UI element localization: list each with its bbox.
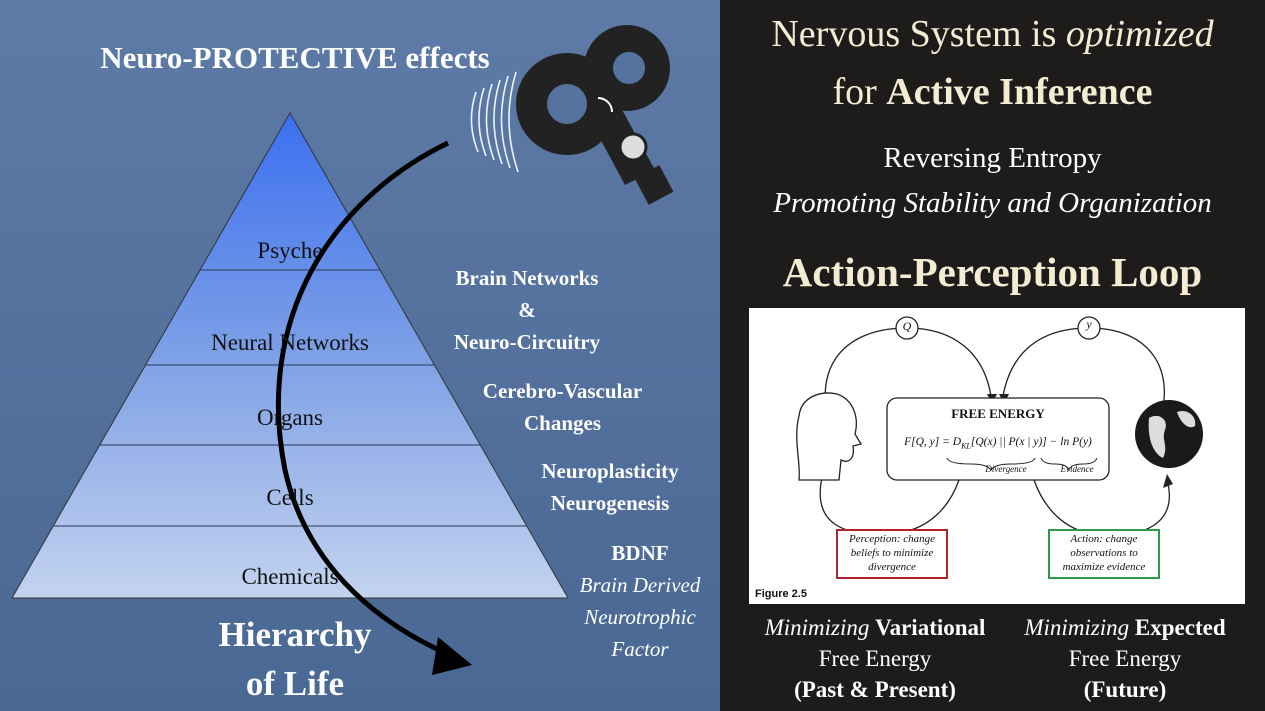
equation: F[Q, y] = DKL[Q(x) || P(x | y)] − ln P(y…	[887, 436, 1109, 450]
left-title: Neuro-PROTECTIVE effects	[100, 40, 490, 75]
curved-arrow	[275, 140, 452, 658]
hierarchy-line-2: of Life	[245, 664, 345, 703]
title-bold: Active Inference	[886, 71, 1153, 113]
action-line-2: observations to	[1070, 547, 1138, 559]
stimulation-device-icon	[516, 25, 674, 205]
label-neurotrophic: Neurotrophic	[584, 605, 696, 629]
q-label: Q	[902, 319, 912, 333]
perception-line-2: beliefs to minimize	[850, 547, 934, 559]
label-bdnf: BDNF	[611, 541, 669, 565]
hierarchy-line-1: Hierarchy	[218, 615, 372, 654]
perception-line-1: Perception: change	[848, 533, 936, 545]
eq-sub: KL	[961, 441, 971, 451]
label-ampersand: &	[518, 298, 536, 322]
subtitle-entropy: Reversing Entropy	[883, 142, 1102, 174]
label-neurogenesis: Neurogenesis	[550, 491, 670, 515]
lower-mid-left	[898, 479, 960, 534]
label-cerebro-vascular: Cerebro-Vascular	[482, 379, 643, 403]
perception-line-3: divergence	[868, 561, 916, 573]
y-node	[1077, 316, 1101, 340]
pyramid-dividers	[54, 269, 526, 527]
tier-neural-networks: Neural Networks	[211, 330, 369, 355]
bottom-left-line-3: (Past & Present)	[794, 677, 956, 702]
label-brain-networks: Brain Networks	[455, 266, 599, 290]
loop-title: Action-Perception Loop	[782, 249, 1203, 295]
free-energy-box	[886, 397, 1110, 481]
br-em: Minimizing	[1024, 615, 1135, 640]
label-factor: Factor	[611, 637, 669, 661]
title-prefix-2: for	[832, 71, 887, 113]
title-emphasis: optimized	[1065, 13, 1214, 55]
perception-box	[836, 529, 948, 579]
hierarchy-title: Hierarchy of Life	[195, 610, 395, 708]
label-neuro-circuitry: Neuro-Circuitry	[453, 330, 601, 354]
label-changes: Changes	[523, 411, 602, 435]
head-icon	[796, 392, 863, 481]
label-brain-derived: Brain Derived	[579, 573, 701, 597]
bottom-right-line-1: Minimizing Expected	[1005, 612, 1245, 643]
tier-organs: Organs	[256, 405, 323, 430]
bottom-right-line-2: Free Energy	[1068, 646, 1182, 671]
globe-icon	[1135, 400, 1203, 468]
evidence-label: Evidence	[1060, 464, 1094, 474]
bottom-left-line-1: Minimizing Variational	[745, 612, 1005, 643]
eq-mid: [Q(x) || P(x | y)] − ln P(y)	[970, 436, 1092, 448]
arrow-head-icon	[432, 637, 472, 675]
figure-caption: Figure 2.5	[755, 588, 807, 600]
left-loop-lower	[819, 472, 900, 535]
bottom-right-line-3: (Future)	[1083, 677, 1167, 702]
tier-chemicals: Chemicals	[241, 564, 339, 589]
lower-mid-right	[1033, 479, 1095, 535]
label-neuroplasticity: Neuroplasticity	[541, 459, 679, 483]
right-title-line-1: Nervous System is optimized	[720, 12, 1265, 56]
pyramid-shape	[11, 111, 569, 599]
loop-diagram	[796, 316, 1203, 579]
right-loop-lower	[1093, 479, 1170, 536]
title-prefix: Nervous System is	[771, 13, 1066, 55]
bottom-left-line-2: Free Energy	[818, 646, 932, 671]
sound-waves-icon	[470, 71, 519, 173]
bl-em: Minimizing	[764, 615, 876, 640]
subtitle-stability: Promoting Stability and Organization	[773, 187, 1212, 219]
free-energy-figure: Q y FREE ENERGY F[Q, y] = DKL[Q(x) || P(…	[749, 308, 1245, 604]
right-title-line-2: for Active Inference	[720, 70, 1265, 114]
divergence-label: Divergence	[985, 464, 1027, 474]
br-bold: Expected	[1134, 615, 1226, 640]
tier-psyche: Psyche	[257, 238, 323, 263]
action-line-1: Action: change	[1070, 533, 1138, 545]
bottom-right-caption: Minimizing Expected Free Energy (Future)	[1005, 612, 1245, 705]
pyramid-diagram	[11, 25, 674, 675]
action-box	[1048, 529, 1160, 579]
q-node	[895, 316, 919, 340]
bottom-left-caption: Minimizing Variational Free Energy (Past…	[745, 612, 1005, 705]
box-title: FREE ENERGY	[951, 406, 1045, 421]
tier-cells: Cells	[266, 485, 314, 510]
y-label: y	[1086, 317, 1092, 331]
action-line-3: maximize evidence	[1062, 561, 1146, 573]
eq-lhs: F[Q, y] = D	[904, 436, 962, 448]
bl-bold: Variational	[875, 615, 986, 640]
